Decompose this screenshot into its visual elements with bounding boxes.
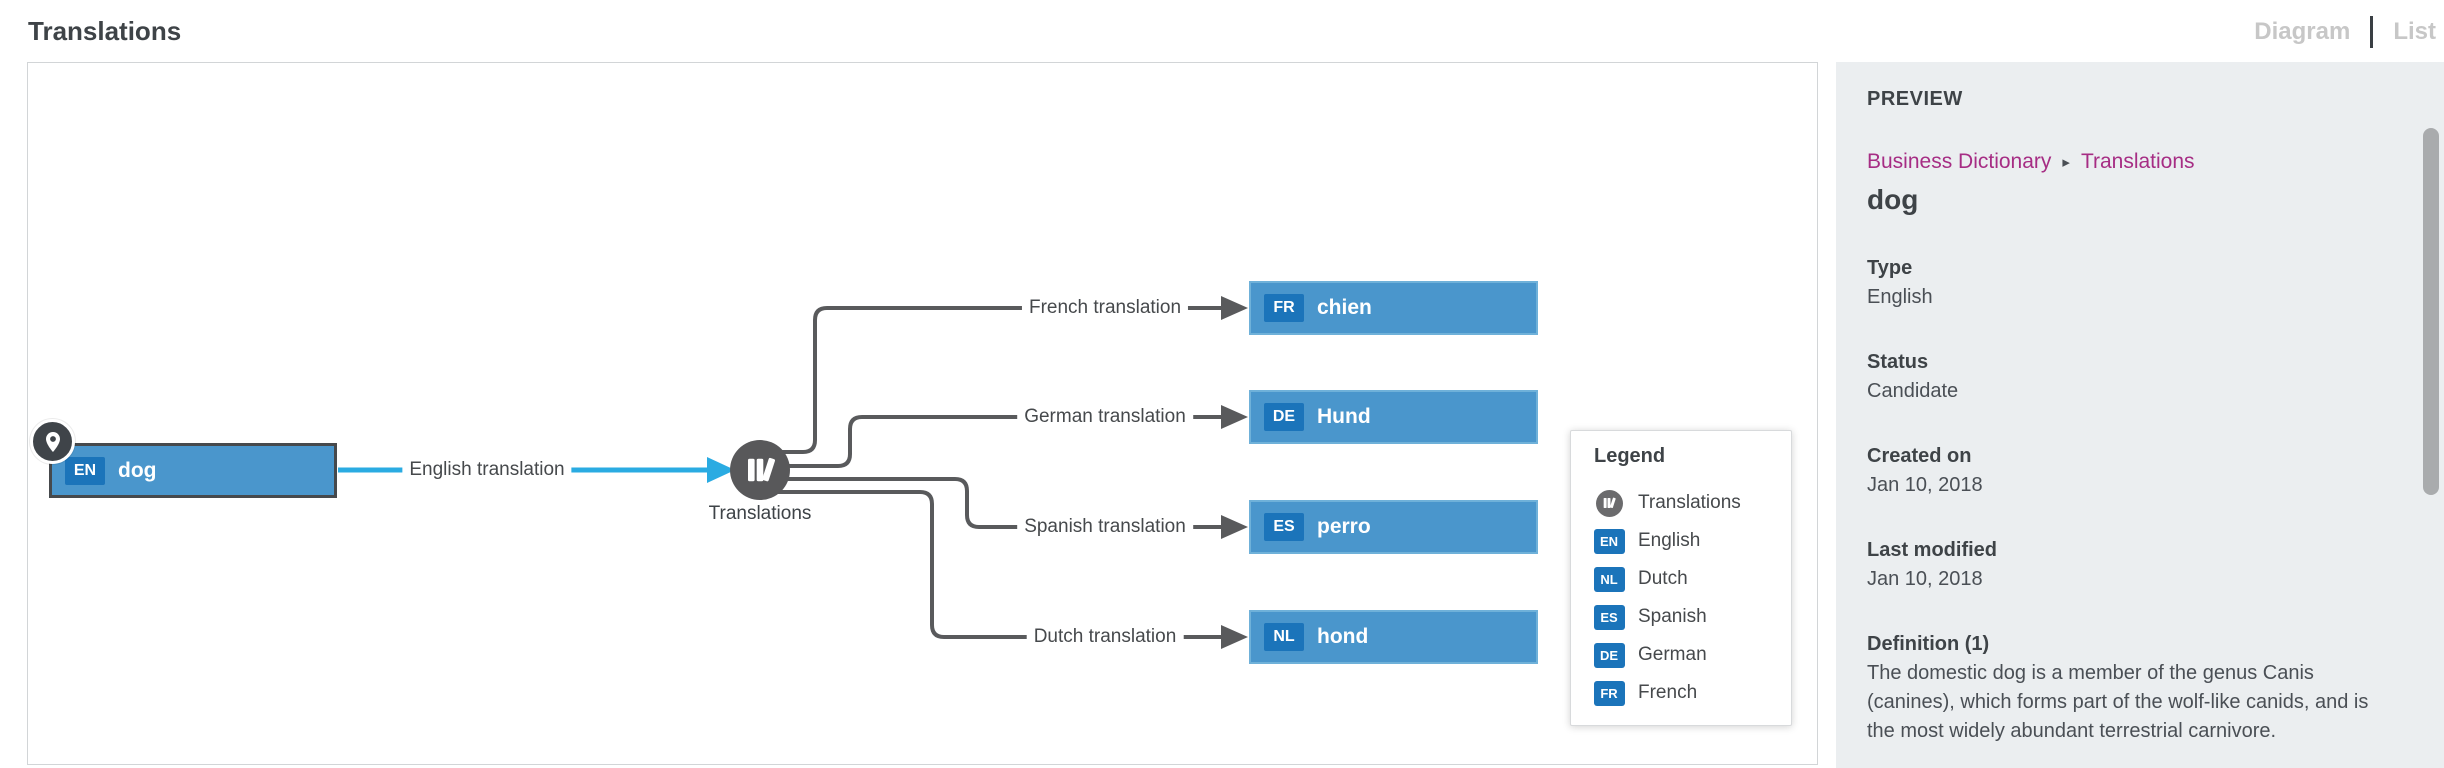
field-last-modified: Last modified Jan 10, 2018 [1867, 539, 1998, 590]
hub-label: Translations [708, 503, 812, 524]
language-badge-de: DE [1593, 642, 1625, 668]
node-label: Hund [1317, 405, 1371, 428]
sidebar-scrollbar-thumb[interactable] [2423, 128, 2439, 495]
translations-hub-node[interactable] [730, 440, 790, 500]
view-switch: Diagram List [2254, 16, 2436, 48]
legend-item-translations: Translations [1571, 484, 1791, 522]
legend-item-spanish: ES Spanish [1571, 598, 1791, 636]
node-dog[interactable]: EN dog [49, 443, 337, 498]
breadcrumb-business-dictionary[interactable]: Business Dictionary [1867, 150, 2052, 173]
tab-diagram[interactable]: Diagram [2254, 18, 2351, 45]
field-status: Status Candidate [1867, 351, 1959, 402]
tab-separator [2370, 16, 2374, 48]
books-icon [748, 457, 776, 482]
edge-label-german-translation: German translation [1017, 405, 1193, 429]
edge-label-spanish-translation: Spanish translation [1017, 515, 1193, 539]
preview-title: dog [1867, 184, 1919, 215]
node-perro[interactable]: ES perro [1249, 500, 1538, 554]
legend-title: Legend [1594, 445, 1666, 467]
tab-list[interactable]: List [2393, 18, 2436, 45]
edge-label-dutch-translation: Dutch translation [1026, 625, 1184, 649]
legend-item-german: DE German [1571, 636, 1791, 674]
language-badge-es: ES [1593, 604, 1625, 630]
field-definition: Definition (1) The domestic dog is a mem… [1867, 633, 2369, 742]
legend-list: Translations EN English NL Dutch ES Span… [1571, 484, 1791, 712]
breadcrumb-translations[interactable]: Translations [2080, 150, 2195, 173]
legend-item-dutch: NL Dutch [1571, 560, 1791, 598]
edge-label-french-translation: French translation [1021, 296, 1189, 320]
legend-item-french: FR French [1571, 674, 1791, 712]
edge-label-english-translation: English translation [402, 458, 572, 482]
language-badge-en: EN [65, 456, 105, 485]
node-label: hond [1317, 625, 1369, 648]
legend-item-english: EN English [1571, 522, 1791, 560]
node-hond[interactable]: NL hond [1249, 610, 1538, 664]
node-chien[interactable]: FR chien [1249, 281, 1538, 335]
page-title: Translations [28, 16, 182, 46]
location-pin-icon [30, 419, 75, 464]
translations-icon [1595, 489, 1623, 517]
legend-panel: Legend Translations EN English NL Dutch … [1570, 430, 1792, 726]
field-type: Type English [1867, 257, 1933, 308]
node-hund[interactable]: DE Hund [1249, 390, 1538, 444]
node-label: dog [118, 458, 157, 482]
language-badge-fr: FR [1593, 680, 1625, 706]
language-badge-en: EN [1593, 528, 1625, 554]
preview-panel: PREVIEW Business Dictionary ▸ Translatio… [1836, 62, 2444, 768]
language-badge-nl: NL [1593, 566, 1625, 592]
breadcrumb: Business Dictionary ▸ Translations [1867, 150, 2404, 174]
breadcrumb-separator-icon: ▸ [2062, 154, 2070, 171]
diagram-canvas[interactable] [27, 62, 1818, 765]
language-badge-es: ES [1264, 513, 1304, 541]
language-badge-fr: FR [1264, 294, 1304, 322]
node-label: chien [1317, 296, 1372, 319]
field-created-on: Created on Jan 10, 2018 [1867, 445, 1983, 496]
preview-heading: PREVIEW [1867, 88, 1963, 110]
node-label: perro [1317, 515, 1371, 538]
language-badge-nl: NL [1264, 623, 1304, 651]
language-badge-de: DE [1264, 403, 1304, 431]
